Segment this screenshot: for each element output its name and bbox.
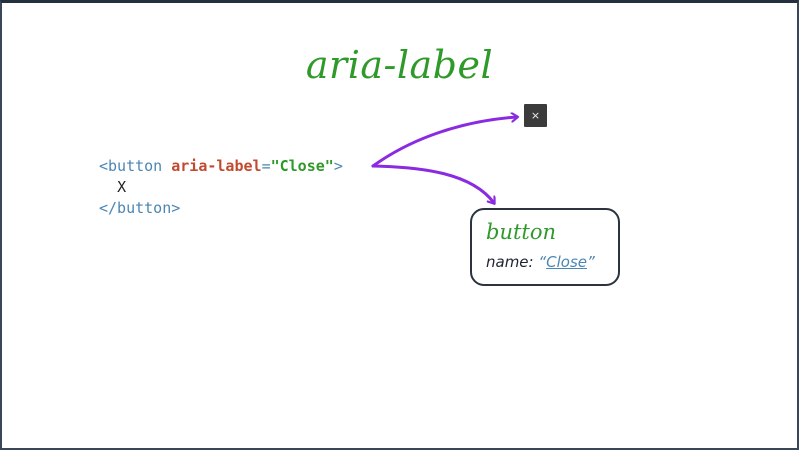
tree-name-value: Close [546,253,588,271]
code-attr-value: "Close" [270,157,334,175]
code-inner-text: X [117,178,127,196]
code-snippet: <button aria-label="Close"> X </button> [99,156,343,219]
code-equals: = [261,157,271,175]
rendered-close-button[interactable]: × [524,104,547,127]
close-icon: × [530,109,541,122]
tree-open-quote: “ [538,253,547,271]
accessibility-tree-node: button name: “Close” [470,208,620,286]
slide-title: aria-label [305,43,494,87]
tree-close-quote: ” [587,253,595,271]
tree-name-line: name: “Close” [486,253,595,271]
tree-name-label: name: [486,253,534,271]
code-open-tag-start: <button [99,157,172,175]
arrow-to-accessibility-tree [371,164,494,203]
code-open-tag-end: > [333,157,343,175]
tree-role: button [486,220,557,244]
code-close-tag: </button> [99,199,181,217]
arrow-to-rendered-button [371,117,517,168]
arrows [371,3,799,450]
code-attr-name: aria-label [171,157,262,175]
